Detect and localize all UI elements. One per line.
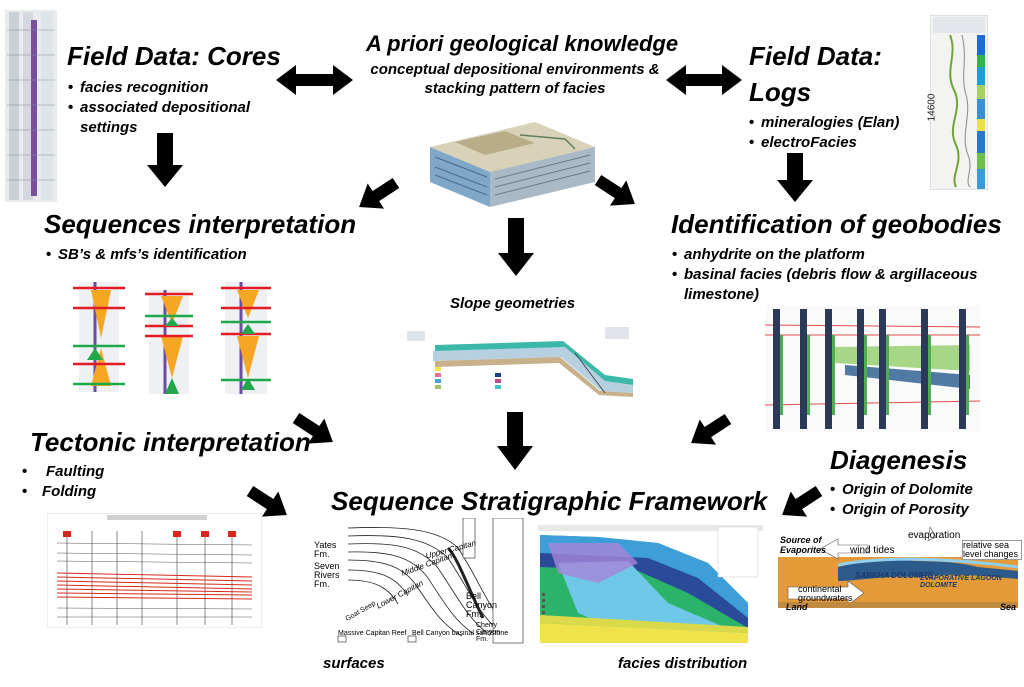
- arrow-slope-down: [497, 412, 533, 470]
- surfaces-cross-section-figure: [308, 518, 530, 648]
- evap-sabkha-label: SABKHA DOLOMITE: [855, 571, 934, 580]
- block-diagram-figure: [430, 122, 595, 207]
- arrow-to-sequences: [350, 170, 405, 220]
- diagenesis-bullet-dolomite: Origin of Dolomite: [830, 480, 1020, 500]
- facies-distribution-figure: [538, 523, 763, 648]
- strat-label-massive-reef: Massive Capitan Reef: [338, 630, 407, 637]
- logs-title-line2: Logs: [749, 77, 812, 107]
- strat-label-basinal-sandstone: Bell Canyon basinal sandstone: [412, 630, 509, 637]
- core-strip-figure: [5, 10, 57, 202]
- geobodies-bullets: anhydrite on the platform basinal facies…: [672, 245, 1012, 305]
- slope-geometry-figure: [405, 323, 635, 403]
- geobodies-title: Identification of geobodies: [671, 209, 1002, 239]
- arrow-cores-down: [147, 133, 183, 187]
- evap-lagoon-label: EVAPORATIVE LAGOON DOLOMITE: [920, 575, 1002, 589]
- apriori-subtitle: conceptual depositional environments & s…: [370, 61, 660, 97]
- geobodies-correlation-figure: [765, 305, 980, 432]
- arrow-geobodies-to-framework: [682, 406, 737, 456]
- strat-label-seven-rivers: Seven Rivers Fm.: [314, 561, 340, 589]
- cores-bullet-settings: associated depositional settings: [68, 98, 268, 138]
- tectonic-title: Tectonic interpretation: [30, 427, 311, 457]
- cores-bullets: facies recognition associated deposition…: [68, 78, 268, 138]
- logs-bullet-mineralogies: mineralogies (Elan): [749, 113, 919, 133]
- logs-bullets: mineralogies (Elan) electroFacies: [749, 113, 919, 153]
- geobodies-bullet-anhydrite: anhydrite on the platform: [672, 245, 1012, 265]
- framework-title: Sequence Stratigraphic Framework: [331, 486, 768, 516]
- strat-label-yates: Yates Fm.: [314, 540, 337, 559]
- logs-bullet-electrofacies: electroFacies: [749, 133, 919, 153]
- evap-wind-label: wind tides: [850, 545, 895, 556]
- sequences-bullets: SB’s & mfs’s identification: [46, 245, 296, 265]
- arrow-center-down: [498, 218, 534, 276]
- arrow-tectonic-to-framework: [241, 478, 296, 528]
- tectonic-bullets: Faulting Folding: [22, 462, 172, 502]
- evap-land-label: Land: [786, 602, 808, 612]
- double-arrow-right: [666, 65, 742, 95]
- tectonic-bullet-folding: Folding: [22, 482, 172, 502]
- sequence-logs-figure: [73, 282, 271, 394]
- logs-title-line1: Field Data:: [749, 41, 882, 71]
- tectonic-bullet-faulting: Faulting: [22, 462, 172, 482]
- strat-label-bell-canyon: Bell Canyon Fm.: [466, 591, 498, 619]
- arrow-to-geobodies: [589, 167, 644, 217]
- apriori-title: A priori geological knowledge: [365, 31, 679, 56]
- evap-source-label: Source of Evaporites: [780, 535, 827, 555]
- evap-sea-label: Sea: [1000, 602, 1017, 612]
- sequences-bullet-sb-mfs: SB’s & mfs’s identification: [46, 245, 296, 265]
- framework-caption-surfaces: surfaces: [323, 655, 385, 672]
- log-panel-figure: [930, 15, 988, 190]
- sequences-title: Sequences interpretation: [44, 209, 357, 239]
- tectonic-panel-figure: [47, 513, 262, 628]
- evap-evaporation-label: evaporation: [908, 530, 961, 541]
- cores-bullet-facies: facies recognition: [68, 78, 268, 98]
- diagenesis-bullets: Origin of Dolomite Origin of Porosity: [830, 480, 1020, 520]
- arrow-diagenesis-to-framework: [773, 478, 828, 528]
- arrow-logs-down: [777, 153, 813, 202]
- evaporite-diagram-figure: [778, 523, 1018, 615]
- strat-label-cherry-canyon: Cherry Canyon Fm.: [476, 622, 501, 643]
- evap-groundwater-label: continental groundwaters: [798, 584, 853, 603]
- geobodies-bullet-basinal: basinal facies (debris flow & argillaceo…: [672, 265, 1012, 305]
- cores-title: Field Data: Cores: [67, 41, 281, 71]
- diagenesis-bullet-porosity: Origin of Porosity: [830, 500, 1020, 520]
- diagenesis-title: Diagenesis: [830, 445, 968, 475]
- evap-sealevel-label: relative sea level changes: [962, 540, 1022, 560]
- framework-caption-facies: facies distribution: [618, 655, 748, 672]
- double-arrow-left: [276, 65, 353, 95]
- slope-caption: Slope geometries: [450, 295, 576, 312]
